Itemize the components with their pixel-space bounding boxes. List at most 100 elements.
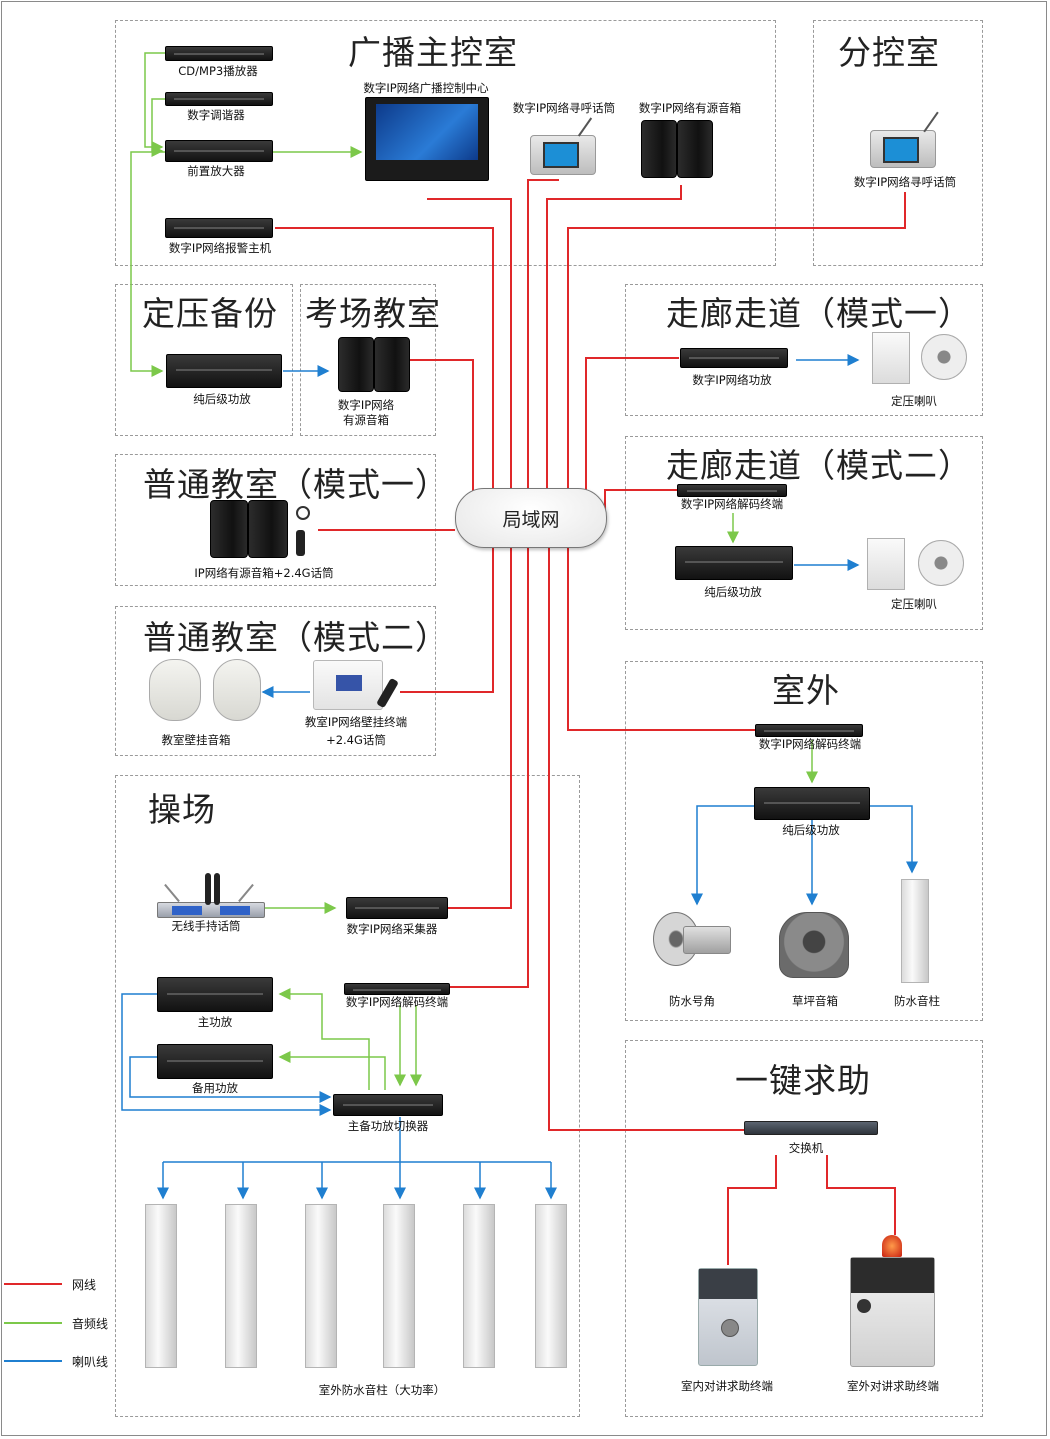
outdoor-column-1 [145, 1204, 177, 1368]
class2-terminal-label-line1: 教室IP网络壁挂终端 [304, 715, 408, 729]
zone-title-sos: 一键求助 [735, 1061, 871, 1100]
audio-wire-tuner [151, 98, 165, 157]
horn-device [653, 912, 733, 978]
net-wire-outdoor [567, 546, 755, 731]
class1-speaker-right [248, 500, 288, 558]
main-amp-device [157, 977, 273, 1012]
zone-title-classroom2: 普通教室（模式二） [143, 618, 449, 657]
corr1-ceiling-speaker [921, 334, 967, 380]
wireless-mic-display-right [220, 906, 250, 915]
indoor-sos-device [698, 1268, 758, 1366]
net-wire-collector [448, 546, 512, 909]
exam-speaker-device-left [338, 337, 374, 392]
zone-title-sub-control: 分控室 [838, 33, 940, 72]
paging-mic-main-screen [543, 142, 579, 168]
tuner-device [165, 92, 273, 106]
class2-terminal-label-line2: +2.4G话筒 [326, 733, 386, 747]
class2-terminal-screen [336, 675, 362, 691]
switch-device [744, 1121, 878, 1135]
net-wire-exam [410, 359, 474, 500]
outdoor-sos-logo [857, 1299, 871, 1313]
alarm-host-label: 数字IP网络报警主机 [168, 241, 272, 255]
class1-speaker-left [210, 500, 248, 558]
paging-mic-sub-screen [883, 137, 919, 163]
paging-mic-sub-label: 数字IP网络寻呼话筒 [853, 175, 957, 189]
zone-title-corridor1: 走廊走道（模式一） [666, 294, 972, 333]
horn-body [683, 926, 731, 954]
zone-title-corridor2: 走廊走道（模式二） [666, 446, 972, 485]
zone-main-control [115, 20, 776, 266]
legend-audio-label: 音频线 [72, 1317, 109, 1331]
class1-kit-label: IP网络有源音箱+2.4G话筒 [194, 566, 334, 580]
outdoor-column-6 [535, 1204, 567, 1368]
corr1-amp-label: 数字IP网络功放 [692, 373, 772, 387]
column-speaker-device [901, 879, 929, 983]
active-speaker-main-device-right [677, 120, 713, 178]
net-wire-paging-mic [527, 179, 559, 490]
preamp-device [165, 140, 273, 162]
outdoor-columns-label: 室外防水音柱（大功率） [318, 1383, 446, 1397]
class1-headset-mic [296, 506, 310, 520]
zone-corridor2 [625, 436, 983, 630]
corr1-speaker-label: 定压喇叭 [891, 394, 937, 408]
paging-mic-main-device [530, 135, 596, 175]
outdoor-column-5 [463, 1204, 495, 1368]
cd-player-device [165, 46, 273, 61]
corr2-speaker-label: 定压喇叭 [891, 597, 937, 611]
zone-playground [115, 775, 580, 1417]
paging-mic-main-label: 数字IP网络寻呼话筒 [512, 101, 616, 115]
corr1-wall-speaker [872, 332, 910, 384]
wireless-mic-handheld-1 [205, 873, 211, 905]
switcher-label: 主备功放切换器 [347, 1119, 429, 1133]
pg-decoder-device [344, 983, 450, 995]
outdoor-sos-device [850, 1257, 935, 1367]
collector-device [346, 897, 448, 919]
zone-title-classroom1: 普通教室（模式一） [143, 465, 449, 504]
backup-amp-label: 纯后级功放 [193, 392, 251, 406]
active-speaker-main-device-left [641, 120, 677, 178]
audio-wire-standby-amp [278, 1051, 386, 1090]
indoor-sos-header [699, 1269, 757, 1299]
lan-hub-label: 局域网 [502, 509, 560, 531]
indoor-sos-button [721, 1319, 739, 1337]
spk-wire-horn [691, 805, 754, 906]
zone-sos [625, 1040, 983, 1417]
exam-speaker-label-line1: 数字IP网络 [337, 398, 395, 412]
net-wire-indoor-sos [727, 1155, 777, 1265]
class2-speaker-left [149, 659, 201, 721]
zone-backup [115, 284, 293, 436]
spk-wire-standby-to-switcher [129, 1056, 332, 1103]
spk-wire-main-to-switcher [121, 993, 332, 1116]
outdoor-sos-header [851, 1258, 934, 1293]
net-wire-outdoor-sos [826, 1155, 896, 1235]
class2-terminal-device [313, 660, 383, 710]
lawn-speaker-device [779, 912, 849, 978]
lan-hub: 局域网 [455, 488, 607, 548]
control-center-device [365, 97, 489, 181]
wireless-mic-display-left [172, 906, 202, 915]
legend-network-label: 网线 [72, 1278, 97, 1292]
legend-speaker-label: 喇叭线 [72, 1355, 109, 1369]
outdoor-column-2 [225, 1204, 257, 1368]
cd-player-label: CD/MP3播放器 [178, 64, 258, 78]
exam-speaker-device-right [374, 337, 410, 392]
outdoor-sos-beacon [882, 1235, 902, 1257]
zone-title-playground: 操场 [148, 790, 216, 829]
outdoor-amp-device [754, 787, 870, 820]
wireless-mic-receiver [157, 902, 265, 918]
outdoor-decoder-label: 数字IP网络解码终端 [758, 737, 862, 751]
alarm-host-device [165, 218, 273, 238]
net-wire-control-center [427, 198, 512, 490]
horn-label: 防水号角 [669, 994, 715, 1008]
backup-amp-device [166, 354, 282, 388]
zone-title-main-control: 广播主控室 [348, 33, 518, 72]
audio-wire-main-amp [278, 988, 370, 1090]
zone-classroom1 [115, 454, 436, 586]
active-speaker-main-label: 数字IP网络有源音箱 [638, 101, 742, 115]
zone-title-outdoor: 室外 [772, 671, 840, 710]
corr2-decoder-label: 数字IP网络解码终端 [680, 497, 784, 511]
outdoor-column-4 [383, 1204, 415, 1368]
net-wire-sub-mic [567, 192, 906, 490]
audio-wire-backup [130, 151, 165, 377]
